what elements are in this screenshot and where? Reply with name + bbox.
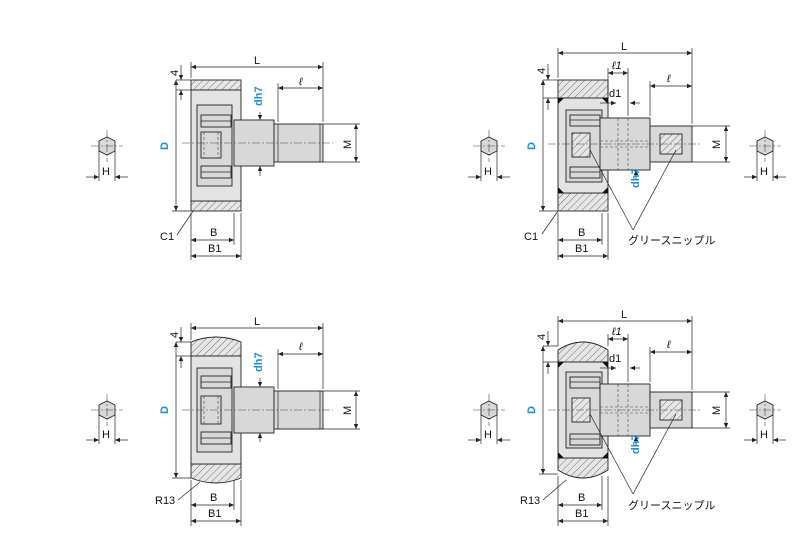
hex-socket-view-left: H [468, 130, 510, 181]
width-b1-label: B1 [575, 508, 588, 520]
stud-diameter-label: dh7 [630, 434, 642, 454]
outer-diameter-label: D [159, 142, 171, 150]
width-b-label: B [578, 227, 585, 239]
view-crowned-standard: H L ℓ 4 D M [86, 316, 360, 526]
hex-socket-view-left: H [468, 394, 510, 444]
grease-hole-distance-label: ℓ1 [611, 60, 622, 72]
hex-socket-view: H [86, 394, 128, 444]
hex-socket-view-right: H [744, 130, 786, 181]
length-label: L [254, 55, 260, 67]
grease-nipple-label: グリースニップル [628, 498, 715, 512]
thread-length-label: ℓ [666, 339, 671, 351]
length-label: L [621, 309, 627, 321]
hex-socket-view: H [86, 130, 128, 181]
stud-diameter-label: dh7 [630, 168, 642, 188]
width-b1-label: B1 [575, 243, 588, 255]
thread-diameter-label: M [342, 140, 354, 149]
chamfer-c1-label: C1 [160, 231, 174, 243]
dim-4-label: 4 [536, 68, 548, 74]
grease-hole-diameter-label: d1 [609, 353, 621, 365]
grease-hole-diameter-label: d1 [609, 88, 621, 100]
thread-length-label: ℓ [298, 341, 303, 353]
width-b-label: B [578, 492, 585, 504]
stud-diameter-label: dh7 [253, 352, 265, 372]
view-flat-standard: H L ℓ 4 D [86, 55, 360, 260]
view-crowned-grease-nipple: H H L [468, 309, 786, 526]
width-b1-label: B1 [208, 508, 221, 520]
hex-width-label: H [102, 166, 110, 178]
outer-diameter-label: D [526, 142, 538, 150]
view-flat-grease-nipple: H H L [468, 41, 786, 260]
width-b1-label: B1 [208, 243, 221, 255]
outer-diameter-label: D [526, 406, 538, 414]
crown-radius-label: R13 [155, 495, 175, 507]
hex-socket-view-right: H [744, 394, 786, 444]
hex-width-label: H [484, 166, 492, 178]
hex-width-label: H [102, 429, 110, 441]
thread-length-label: ℓ [666, 73, 671, 85]
width-b-label: B [210, 227, 217, 239]
outer-diameter-label: D [159, 406, 171, 414]
width-b-label: B [210, 492, 217, 504]
length-label: L [621, 41, 627, 53]
hex-width-label: H [760, 166, 768, 178]
thread-diameter-label: M [711, 406, 723, 415]
dim-4-label: 4 [169, 332, 181, 338]
grease-hole-distance-label: ℓ1 [611, 326, 622, 338]
crown-radius-label: R13 [520, 495, 540, 507]
hex-width-label: H [484, 429, 492, 441]
thread-diameter-label: M [711, 140, 723, 149]
grease-nipple-label: グリースニップル [628, 233, 715, 247]
stud-diameter-label: dh7 [253, 86, 265, 106]
thread-length-label: ℓ [298, 76, 303, 88]
length-label: L [254, 316, 260, 328]
dim-4-label: 4 [536, 334, 548, 340]
chamfer-c1-label: C1 [524, 231, 538, 243]
dim-4-label: 4 [169, 70, 181, 76]
thread-diameter-label: M [342, 406, 354, 415]
hex-width-label: H [760, 429, 768, 441]
